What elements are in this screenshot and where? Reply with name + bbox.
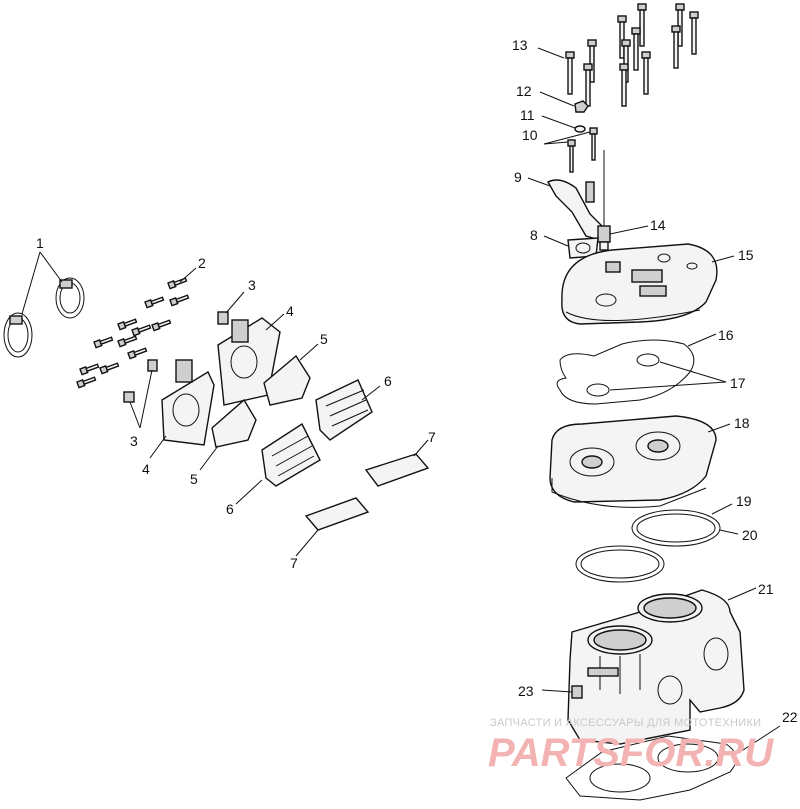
callout-22: 22 xyxy=(782,709,798,725)
callout-4-top: 4 xyxy=(286,303,294,319)
cylinder-stud-part xyxy=(571,685,583,699)
watermark-brand: PARTSFOR.RU xyxy=(488,731,774,775)
cylinder-head-part xyxy=(549,415,717,508)
studs-part xyxy=(567,127,598,173)
temp-sensor-part xyxy=(597,225,611,251)
callout-14: 14 xyxy=(650,217,666,233)
callout-4-bottom: 4 xyxy=(142,461,150,477)
callout-6-top: 6 xyxy=(384,373,392,389)
reed-valve-part xyxy=(261,379,373,487)
callout-13: 13 xyxy=(512,37,528,53)
callout-7-bottom: 7 xyxy=(290,555,298,571)
o-ring-part xyxy=(556,339,695,405)
callout-17: 17 xyxy=(730,375,746,391)
callout-1: 1 xyxy=(36,235,44,251)
callout-12: 12 xyxy=(516,83,532,99)
water-outlet-part xyxy=(547,150,607,241)
callout-18: 18 xyxy=(734,415,750,431)
callout-5-top: 5 xyxy=(320,331,328,347)
head-gasket-part xyxy=(575,509,721,583)
callout-21: 21 xyxy=(758,581,774,597)
callout-10: 10 xyxy=(522,127,538,143)
head-cover-part xyxy=(561,243,718,325)
base-gasket-part xyxy=(565,735,737,801)
callout-6-bottom: 6 xyxy=(226,501,234,517)
callout-2: 2 xyxy=(198,255,206,271)
callout-5-bottom: 5 xyxy=(190,471,198,487)
callout-23: 23 xyxy=(518,683,534,699)
cylinder-block-part xyxy=(567,589,745,745)
nut-washer-part xyxy=(574,100,589,133)
hose-clamp-part xyxy=(3,277,85,358)
callout-20: 20 xyxy=(742,527,758,543)
callout-9: 9 xyxy=(514,169,522,185)
callout-3-bottom: 3 xyxy=(130,433,138,449)
reed-petal-part xyxy=(304,453,430,531)
callout-16: 16 xyxy=(718,327,734,343)
callout-15: 15 xyxy=(738,247,754,263)
spacer-part xyxy=(211,354,311,448)
callout-11: 11 xyxy=(520,107,535,123)
watermark-tagline: ЗАПЧАСТИ И АКСЕССУАРЫ ДЛЯ МОТОТЕХНИКИ xyxy=(490,717,761,729)
callout-19: 19 xyxy=(736,493,752,509)
small-bolts-part xyxy=(76,277,190,389)
head-bolts-part xyxy=(565,3,699,107)
fitting-part xyxy=(123,311,229,403)
callout-8: 8 xyxy=(530,227,538,243)
callout-7-top: 7 xyxy=(428,429,436,445)
callout-3-top: 3 xyxy=(248,277,256,293)
outlet-gasket-part xyxy=(567,237,599,259)
